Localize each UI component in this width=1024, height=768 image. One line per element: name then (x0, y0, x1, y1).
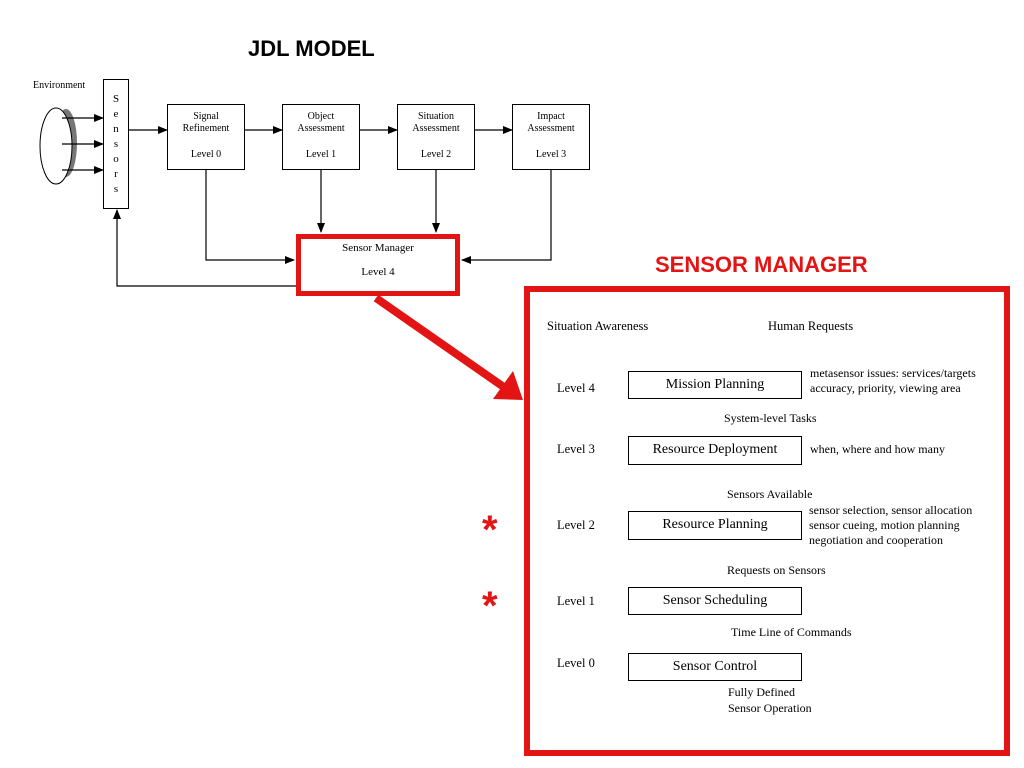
red-star-marker: * (482, 508, 498, 552)
stage-name: Impact (537, 111, 565, 122)
stage-name: Situation (417, 111, 455, 122)
level3-note: when, where and how many (810, 442, 945, 456)
stage-name: Assessment (412, 123, 460, 134)
stage-impact-assessment: Impact Assessment Level 3 (512, 104, 590, 170)
stage-name: Refinement (182, 123, 230, 134)
flow-label: Requests on Sensors (727, 563, 826, 577)
sensors-box: S e n s o r s (103, 79, 129, 209)
jdl-title: JDL MODEL (248, 36, 375, 61)
stage-level: Level 2 (420, 149, 452, 160)
input-situation-awareness: Situation Awareness (547, 319, 649, 333)
stage-level: Level 1 (305, 149, 337, 160)
stage-name: Signal (193, 111, 219, 122)
flow-label: Fully Defined (728, 685, 795, 699)
mission-planning-box: Mission Planning (628, 371, 802, 399)
sensor-manager-level: Level 4 (361, 266, 395, 278)
sensor-scheduling-box: Sensor Scheduling (628, 587, 802, 615)
sensors-letter: e (113, 107, 119, 120)
line-manager-to-sensors (113, 209, 296, 287)
environment-label: Environment (33, 80, 86, 91)
flow-label: System-level Tasks (724, 411, 817, 425)
input-human-requests: Human Requests (768, 319, 854, 333)
sensors-letter: S (112, 92, 120, 105)
sensor-manager-name: Sensor Manager (342, 242, 414, 254)
level2-note: sensor selection, sensor allocation (809, 503, 973, 517)
stage-situation-assessment: Situation Assessment Level 2 (397, 104, 475, 170)
line-signal-to-manager (205, 170, 295, 264)
stage-signal-refinement: Signal Refinement Level 0 (167, 104, 245, 170)
sensors-letter: s (113, 182, 119, 195)
environment-shape (39, 107, 73, 185)
level2-note: negotiation and cooperation (809, 533, 943, 547)
stage-name: Assessment (527, 123, 575, 134)
level-label: Level 1 (557, 594, 595, 608)
sensor-manager-title: SENSOR MANAGER (655, 252, 868, 277)
sensors-letter: r (114, 167, 118, 180)
line-impact-to-manager (461, 170, 552, 264)
level-label: Level 3 (557, 442, 595, 456)
sensors-letter: o (113, 152, 119, 165)
sensors-letter: n (113, 122, 119, 135)
stage-level: Level 3 (535, 149, 567, 160)
zoom-arrow-shaft (373, 294, 511, 394)
stage-object-assessment: Object Assessment Level 1 (282, 104, 360, 170)
sensors-letter: s (113, 137, 119, 150)
level4-note: accuracy, priority, viewing area (810, 381, 961, 395)
red-star-marker: * (482, 584, 498, 628)
zoom-arrow-head (493, 371, 523, 400)
sensor-control-box: Sensor Control (628, 653, 802, 681)
level4-note: metasensor issues: services/targets (810, 366, 976, 380)
flow-label: Sensor Operation (728, 701, 812, 715)
stage-level: Level 0 (190, 149, 222, 160)
level-label: Level 0 (557, 656, 595, 670)
level-label: Level 4 (557, 381, 595, 395)
sensor-manager-box: Sensor Manager Level 4 (296, 234, 460, 296)
flow-label: Time Line of Commands (731, 625, 852, 639)
level2-note: sensor cueing, motion planning (809, 518, 960, 532)
level-label: Level 2 (557, 518, 595, 532)
resource-deployment-box: Resource Deployment (628, 436, 802, 465)
stage-name: Assessment (297, 123, 345, 134)
flow-label: Sensors Available (727, 487, 813, 501)
resource-planning-box: Resource Planning (628, 511, 802, 540)
stage-name: Object (307, 111, 335, 122)
